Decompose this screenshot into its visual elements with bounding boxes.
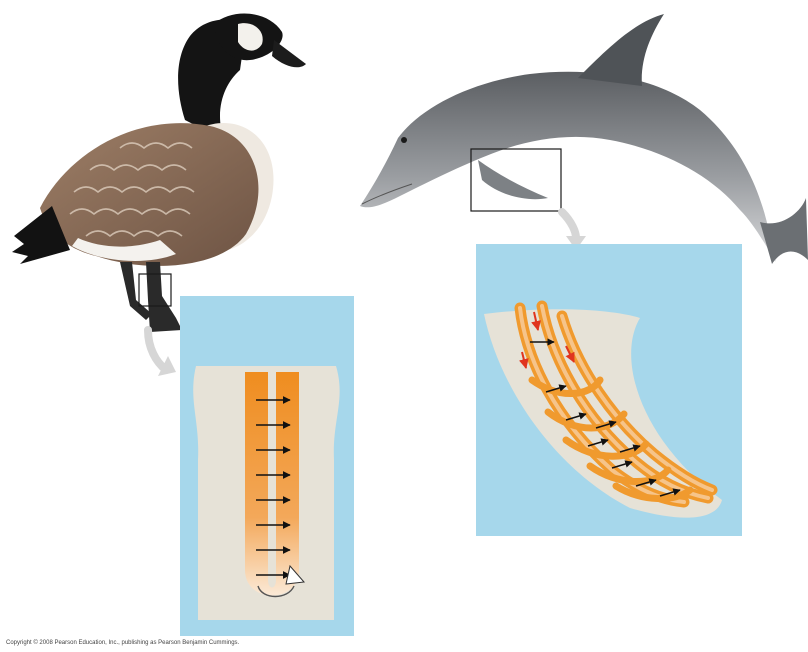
copyright-notice: Copyright © 2008 Pearson Education, Inc.… xyxy=(6,640,239,646)
dolphin-illustration xyxy=(360,14,808,264)
dolphin-eye xyxy=(401,137,407,143)
dolphin-tail-fluke xyxy=(760,198,808,264)
goose-callout-arrow xyxy=(148,330,166,370)
goose-vessel-divider xyxy=(268,372,276,588)
goose-bill xyxy=(272,40,306,67)
goose-countercurrent-panel xyxy=(180,296,354,636)
dolphin-body xyxy=(360,72,776,262)
dolphin-flipper xyxy=(478,160,548,199)
dolphin-countercurrent-panel xyxy=(476,244,742,536)
goose-right-leg xyxy=(146,262,182,332)
dolphin-dorsal-fin xyxy=(578,14,664,86)
dolphin-callout-arrow xyxy=(562,212,576,238)
